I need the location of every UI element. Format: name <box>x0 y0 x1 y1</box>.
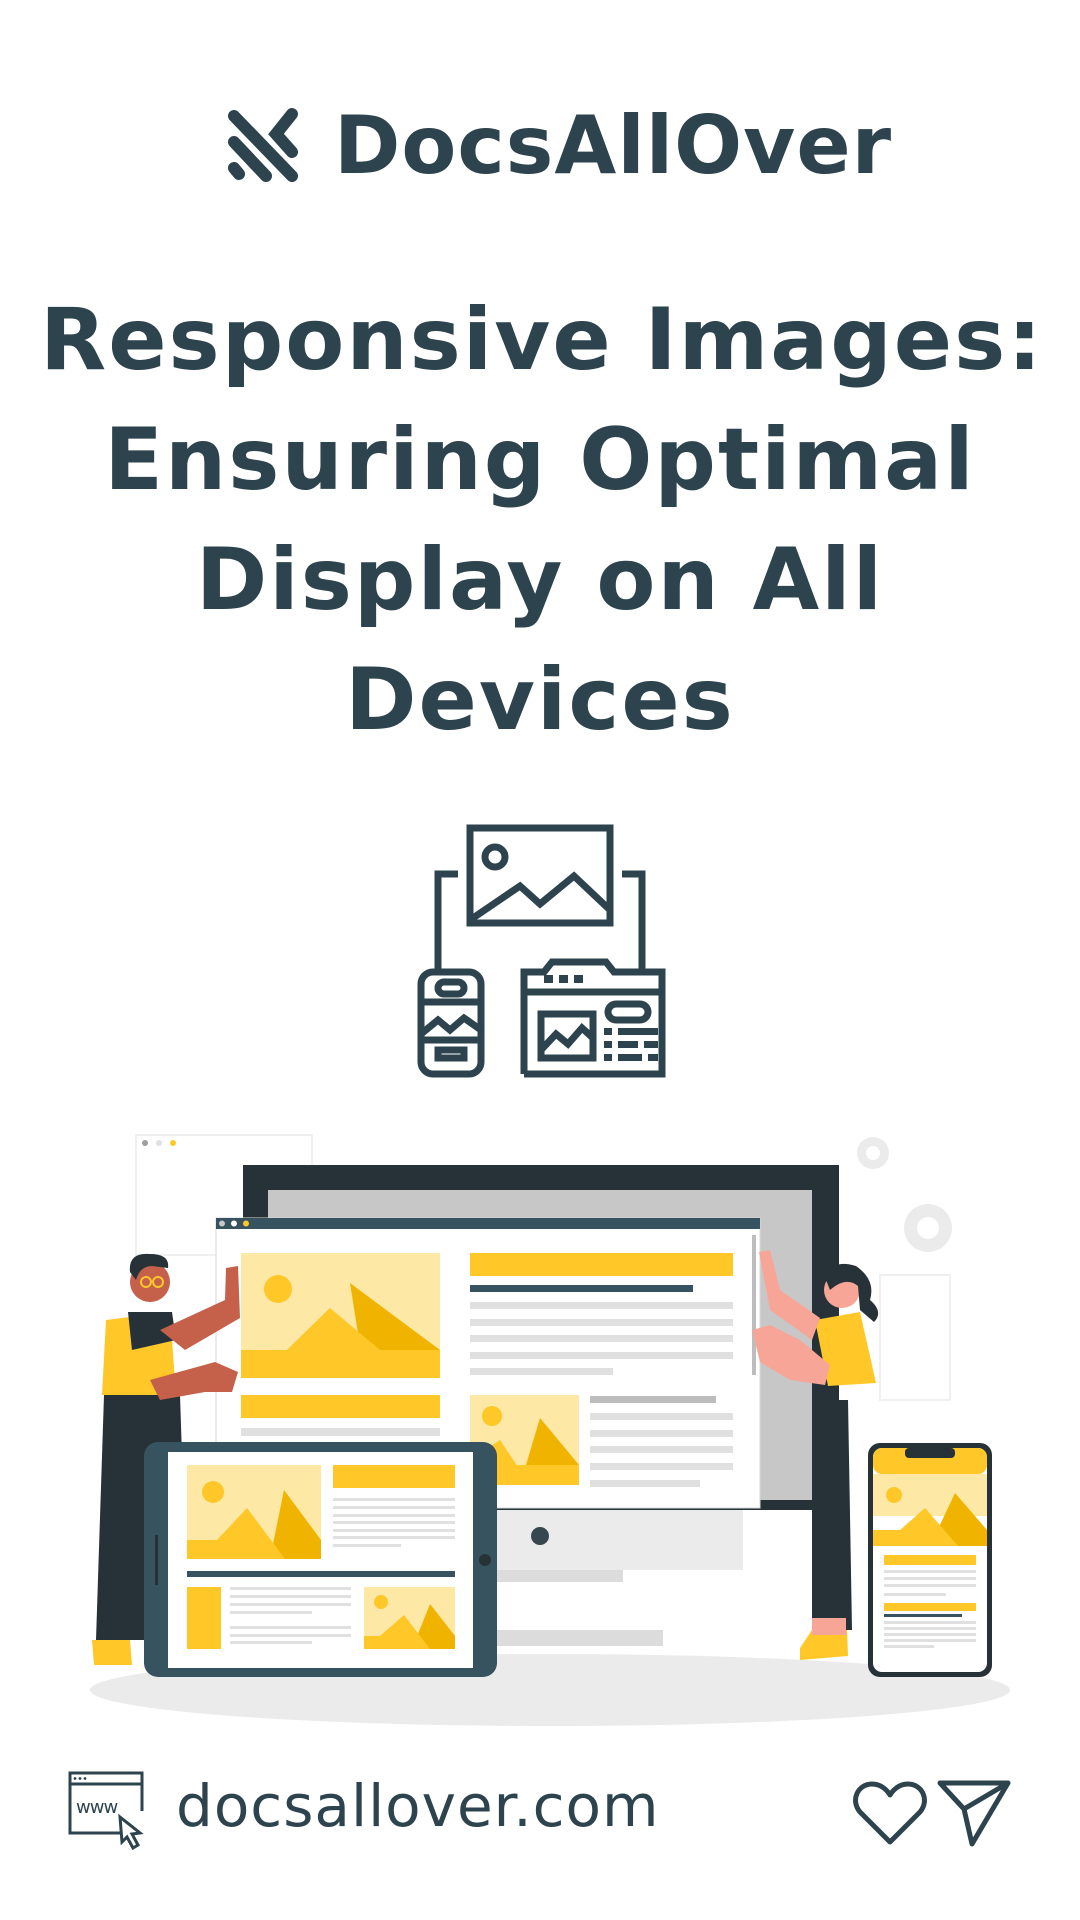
docsallover-logo-icon <box>228 108 298 182</box>
title-line-2: Ensuring Optimal <box>104 410 976 510</box>
responsive-devices-icon <box>417 824 666 1078</box>
title-line-3: Display on All <box>195 530 885 630</box>
send-icon[interactable] <box>936 1778 1012 1848</box>
title-line-4: Devices <box>345 650 735 750</box>
heart-icon[interactable] <box>852 1778 928 1848</box>
page-title: Responsive Images: Ensuring Optimal Disp… <box>40 280 1044 760</box>
responsive-design-illustration <box>90 1134 1010 1726</box>
website-url[interactable]: docsallover.com <box>176 1772 660 1840</box>
svg-text:www: www <box>76 1797 117 1818</box>
www-cursor-icon: www <box>68 1771 144 1851</box>
title-line-1: Responsive Images: <box>40 290 1044 390</box>
brand-name: DocsAllOver <box>334 99 893 192</box>
